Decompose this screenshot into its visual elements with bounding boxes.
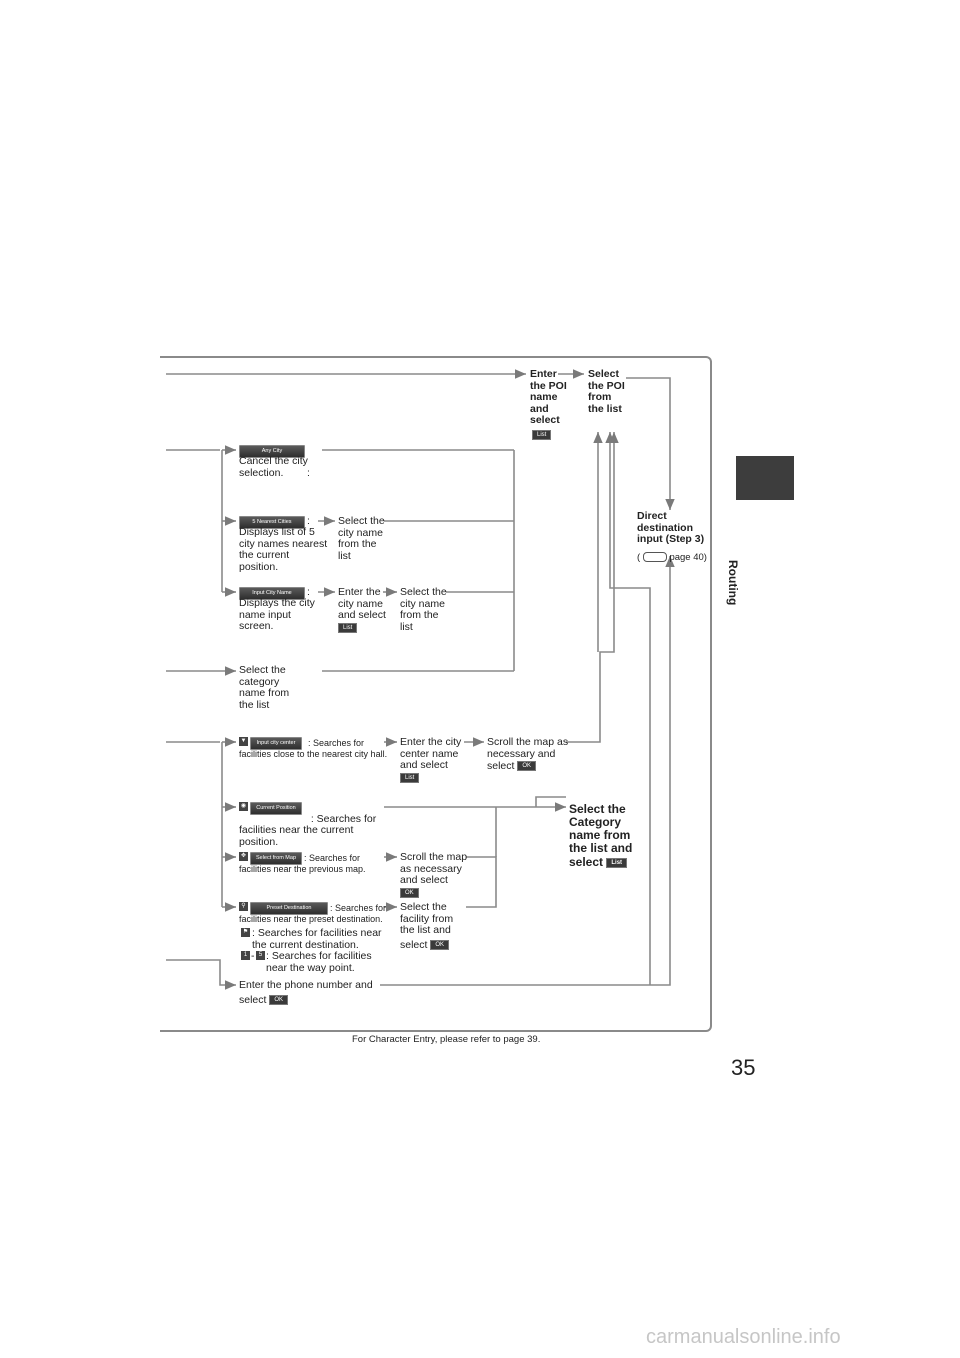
page-ref-open: (	[637, 552, 641, 563]
preset-destination-button: Preset Destination	[250, 902, 328, 915]
enter-city-text: Enter the city name and select	[338, 586, 386, 621]
input-city-center-button: Input city center	[250, 737, 302, 750]
dest-note: : Searches for facilities near the curre…	[252, 927, 382, 951]
ok-button-1: OK	[517, 761, 537, 772]
input-city-desc-text-colon: :	[307, 586, 310, 598]
preset-desc-2: facilities near the preset destination.	[239, 914, 383, 924]
city-center-desc-2: facilities close to the nearest city hal…	[239, 749, 388, 759]
section-tab	[736, 456, 794, 500]
preset-desc: : Searches for	[330, 903, 387, 913]
select-from-map-button: Select from Map	[250, 852, 302, 865]
current-position-icon: ◉	[239, 802, 248, 811]
enter-city-center-text: Enter the city center name and select	[400, 736, 462, 771]
scroll-map-text-1: Scroll the map as necessary and	[487, 736, 569, 760]
current-position-button: Current Position	[250, 802, 302, 815]
select-category-text: Select the category name from the list	[239, 664, 290, 711]
page-number: 35	[731, 1055, 756, 1080]
select-category-big-text: Select the Category name from the list a…	[569, 802, 633, 855]
phone-select-label: select	[239, 994, 267, 1006]
scroll-map-text-2: Scroll the map as necessary and select	[400, 851, 468, 886]
from-map-desc-2: facilities near the previous map.	[239, 864, 366, 874]
footnote: For Character Entry, please refer to pag…	[352, 1034, 541, 1045]
ok-button-4: OK	[269, 995, 289, 1006]
waypoint-dash: -	[251, 950, 255, 962]
any-city-desc-text: Cancel the city selection.	[239, 455, 308, 479]
select-facility-select: select OK	[400, 939, 450, 952]
city-center-desc: : Searches for	[308, 738, 365, 748]
waypoint-1-icon: 1	[241, 951, 250, 960]
select-facility-select-label: select	[400, 939, 428, 951]
watermark: carmanualsonline.info	[646, 1326, 841, 1348]
destination-flag-icon: ⚑	[241, 928, 250, 937]
any-city-button: Any City	[239, 445, 305, 458]
page-ref: ( page 40)	[637, 552, 707, 564]
ok-button-3: OK	[430, 940, 450, 951]
city-center-icon: ▼	[239, 737, 248, 746]
direct-destination-text: Direct destination input (Step 3)	[637, 510, 705, 545]
preset-destination-icon: ⚲	[239, 902, 248, 911]
waypoint-note: : Searches for facilities near the way p…	[266, 950, 372, 974]
select-poi-text: Select the POI from the list	[588, 368, 625, 415]
from-map-desc: : Searches for	[304, 853, 361, 863]
page-ref-text: page 40)	[669, 552, 707, 563]
select-city-name-2: Select the city name from the list	[400, 586, 447, 633]
nearest-cities-button: 5 Nearest Cities	[239, 516, 305, 529]
phone-select: select OK	[239, 994, 289, 1007]
flowchart-frame	[160, 356, 712, 1032]
list-button-2: List	[338, 623, 358, 633]
scroll-map-select-1: select OK	[487, 760, 537, 773]
ok-button-2: OK	[400, 888, 419, 898]
nearest-desc-text-colon: :	[307, 515, 310, 527]
list-button-4: List	[606, 857, 628, 868]
current-pos-desc-bound: : Searches for facilities near the curre…	[239, 812, 377, 848]
waypoint-5-icon: 5	[256, 951, 265, 960]
select-from-map-icon: ✥	[239, 852, 248, 861]
input-city-desc-text: Displays the city name input screen.	[239, 597, 315, 632]
reference-hand-icon	[642, 552, 667, 563]
any-city-desc: :	[239, 445, 310, 491]
list-button-3: List	[400, 773, 420, 783]
select-category-big-select-label: select	[569, 855, 604, 869]
phone-text: Enter the phone number and	[239, 979, 373, 991]
list-button: List	[532, 430, 552, 440]
any-city-colon: :	[307, 467, 310, 479]
select-facility-text: Select the facility from the list and	[400, 901, 454, 936]
select-category-big-select: select List	[569, 855, 628, 869]
nearest-desc-text: Displays list of 5 city names nearest th…	[239, 526, 328, 573]
enter-poi-text: Enter the POI name and select	[530, 368, 567, 426]
select-city-name-1: Select the city name from the list	[338, 515, 385, 562]
current-pos-desc-text: : Searches for facilities near the curre…	[239, 802, 376, 848]
input-city-name-button: Input City Name	[239, 587, 305, 600]
scroll-map-select-label-1: select	[487, 760, 515, 772]
